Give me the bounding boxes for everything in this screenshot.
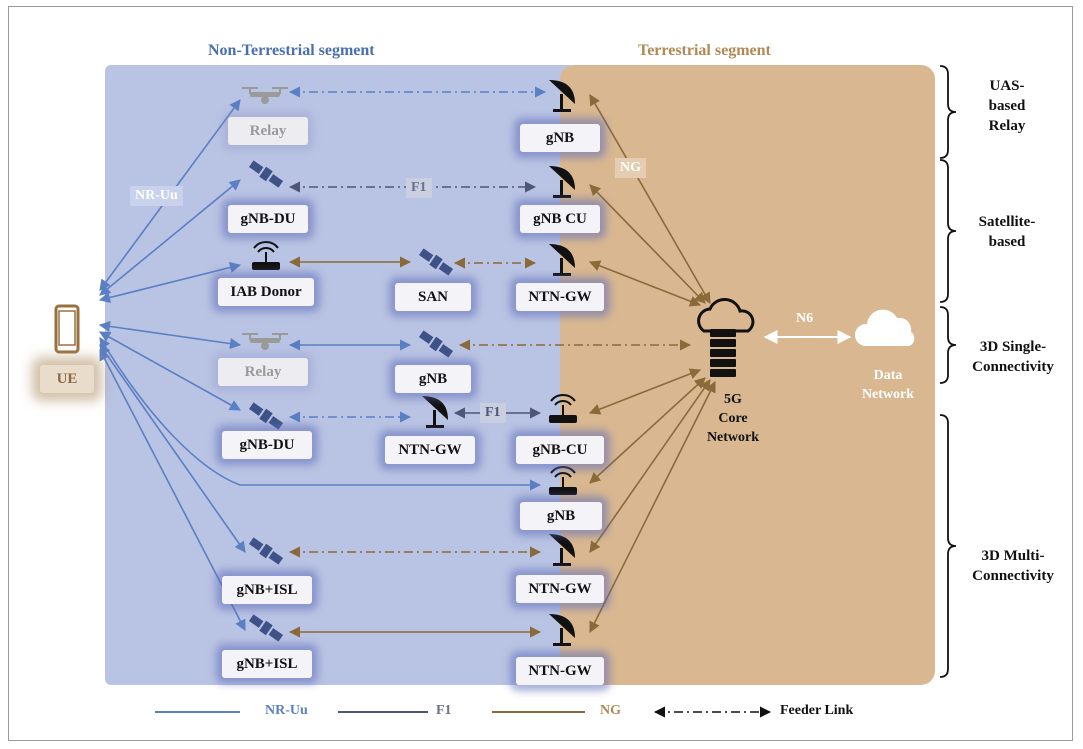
ntn-gw-node: NTN-GW bbox=[516, 283, 604, 311]
satellite-icon bbox=[248, 537, 284, 565]
satellite-icon bbox=[418, 330, 454, 358]
group-braces bbox=[939, 65, 957, 678]
ntn-gw-node: NTN-GW bbox=[385, 436, 475, 464]
non-terrestrial-title: Non-Terrestrial segment bbox=[208, 42, 375, 59]
legend-nr-uu: NR-Uu bbox=[265, 703, 308, 718]
gnb-cu-node: gNB CU bbox=[520, 205, 600, 233]
ng-links bbox=[288, 94, 716, 638]
gnb-cu-node: gNB-CU bbox=[516, 436, 604, 464]
ntn-gw-node: NTN-GW bbox=[516, 575, 604, 603]
f1-label: F1 bbox=[406, 178, 432, 198]
group-single-label: 3D Single- Connectivity bbox=[972, 339, 1054, 375]
n6-label: N6 bbox=[796, 311, 814, 326]
router-icon bbox=[549, 466, 577, 495]
relay-node: Relay bbox=[228, 117, 308, 145]
server-cloud-icon bbox=[697, 298, 755, 377]
dish-antenna-icon bbox=[549, 166, 575, 198]
ng-label: NG bbox=[615, 158, 646, 178]
terrestrial-title: Terrestrial segment bbox=[638, 42, 771, 59]
figure-frame bbox=[8, 6, 1073, 741]
nr-uu-links bbox=[98, 99, 542, 631]
phone-icon bbox=[54, 304, 80, 354]
drone-icon bbox=[242, 333, 288, 350]
router-icon bbox=[549, 394, 577, 423]
core-network-label: 5G Core Network bbox=[706, 392, 760, 445]
ntn-gw-node: NTN-GW bbox=[516, 657, 604, 685]
gnb-isl-node: gNB+ISL bbox=[222, 650, 312, 678]
legend-f1: F1 bbox=[436, 703, 452, 718]
dish-antenna-icon bbox=[422, 396, 448, 428]
data-network-label: Data Network bbox=[861, 368, 915, 402]
san-node: SAN bbox=[395, 283, 471, 311]
nr-uu-label: NR-Uu bbox=[130, 186, 183, 206]
iab-donor-node: IAB Donor bbox=[218, 278, 314, 306]
satellite-icon bbox=[418, 248, 454, 276]
dish-antenna-icon bbox=[549, 614, 575, 646]
group-multi-label: 3D Multi- Connectivity bbox=[972, 548, 1054, 584]
relay-node: Relay bbox=[218, 358, 308, 386]
f1-label: F1 bbox=[480, 403, 506, 423]
dish-antenna-icon bbox=[549, 534, 575, 566]
gnb-node: gNB bbox=[520, 124, 600, 152]
gnb-du-node: gNB-DU bbox=[222, 431, 312, 459]
legend-ng: NG bbox=[600, 703, 621, 718]
gnb-du-node: gNB-DU bbox=[228, 205, 308, 233]
satellite-icon bbox=[248, 160, 284, 188]
gnb-isl-node: gNB+ISL bbox=[222, 576, 312, 604]
satellite-icon bbox=[248, 614, 284, 642]
dish-antenna-icon bbox=[549, 80, 575, 112]
legend-feeder: Feeder Link bbox=[780, 703, 854, 718]
drone-icon bbox=[242, 87, 288, 104]
gnb-node: gNB bbox=[520, 502, 602, 530]
dish-antenna-icon bbox=[549, 244, 575, 276]
ue-node: UE bbox=[40, 365, 94, 393]
cloud-icon bbox=[854, 309, 915, 346]
gnb-node: gNB bbox=[395, 365, 471, 393]
satellite-icon bbox=[248, 402, 284, 430]
group-satellite-label: Satellite- based bbox=[978, 214, 1036, 250]
router-icon bbox=[252, 241, 280, 270]
group-uas-label: UAS- based Relay bbox=[988, 78, 1026, 134]
